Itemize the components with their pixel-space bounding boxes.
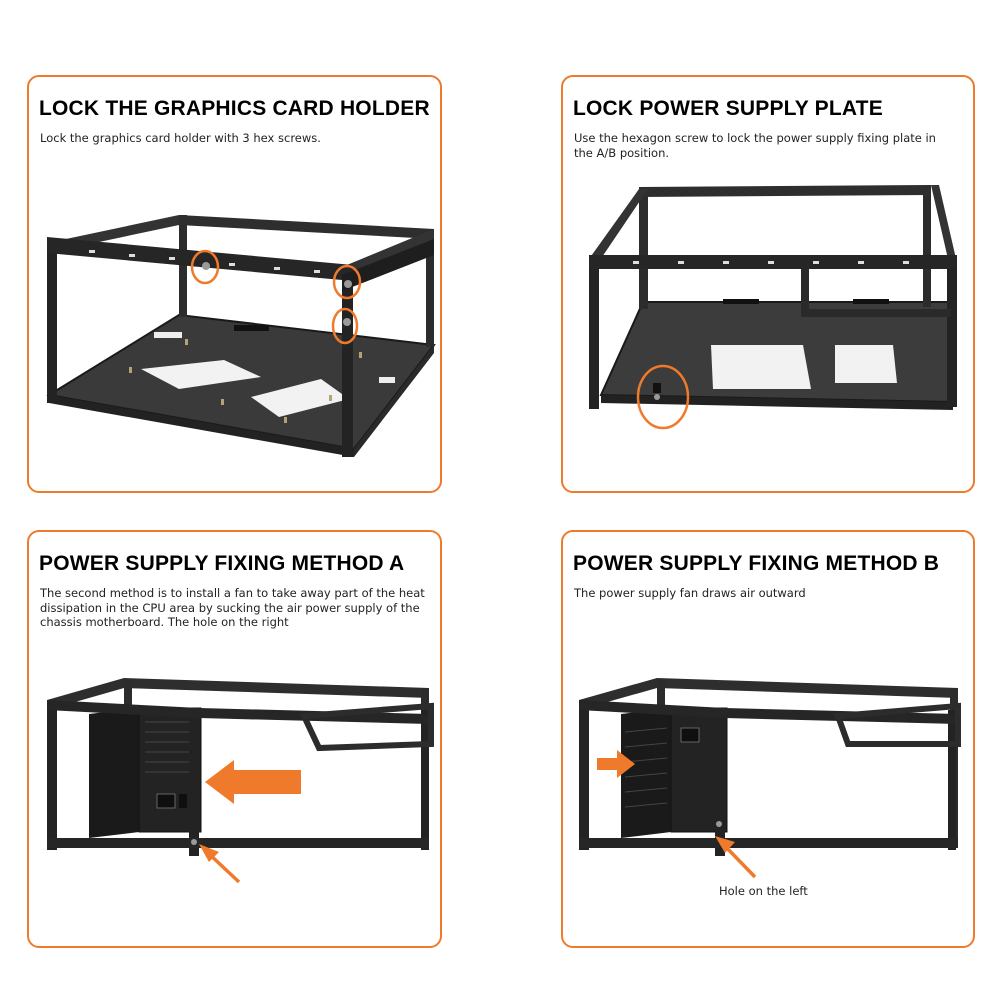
open-frame-chassis-illustration <box>46 215 436 457</box>
panel-title: POWER SUPPLY FIXING METHOD A <box>39 552 405 575</box>
psu-installed-chassis-illustration <box>579 678 961 879</box>
panel-title: POWER SUPPLY FIXING METHOD B <box>573 552 940 575</box>
panel-power-supply-fixing-method-b: POWER SUPPLY FIXING METHOD B The power s… <box>561 530 975 948</box>
panel-description: The power supply fan draws air outward <box>574 586 806 600</box>
panel-description: Lock the graphics card holder with 3 hex… <box>40 131 321 145</box>
open-frame-chassis-illustration <box>589 185 957 430</box>
panel-lock-power-supply-plate: LOCK POWER SUPPLY PLATE Use the hexagon … <box>561 75 975 493</box>
panel-title: LOCK POWER SUPPLY PLATE <box>573 97 883 120</box>
panel-power-supply-fixing-method-a: POWER SUPPLY FIXING METHOD A The second … <box>27 530 442 948</box>
panel-description: Use the hexagon screw to lock the power … <box>574 131 936 160</box>
hole-on-the-left-label: Hole on the left <box>719 884 808 898</box>
panel-title: LOCK THE GRAPHICS CARD HOLDER <box>39 97 430 120</box>
psu-installed-chassis-illustration <box>47 678 434 884</box>
panel-lock-graphics-card-holder: LOCK THE GRAPHICS CARD HOLDER Lock the g… <box>27 75 442 493</box>
panel-description: The second method is to install a fan to… <box>40 586 425 629</box>
